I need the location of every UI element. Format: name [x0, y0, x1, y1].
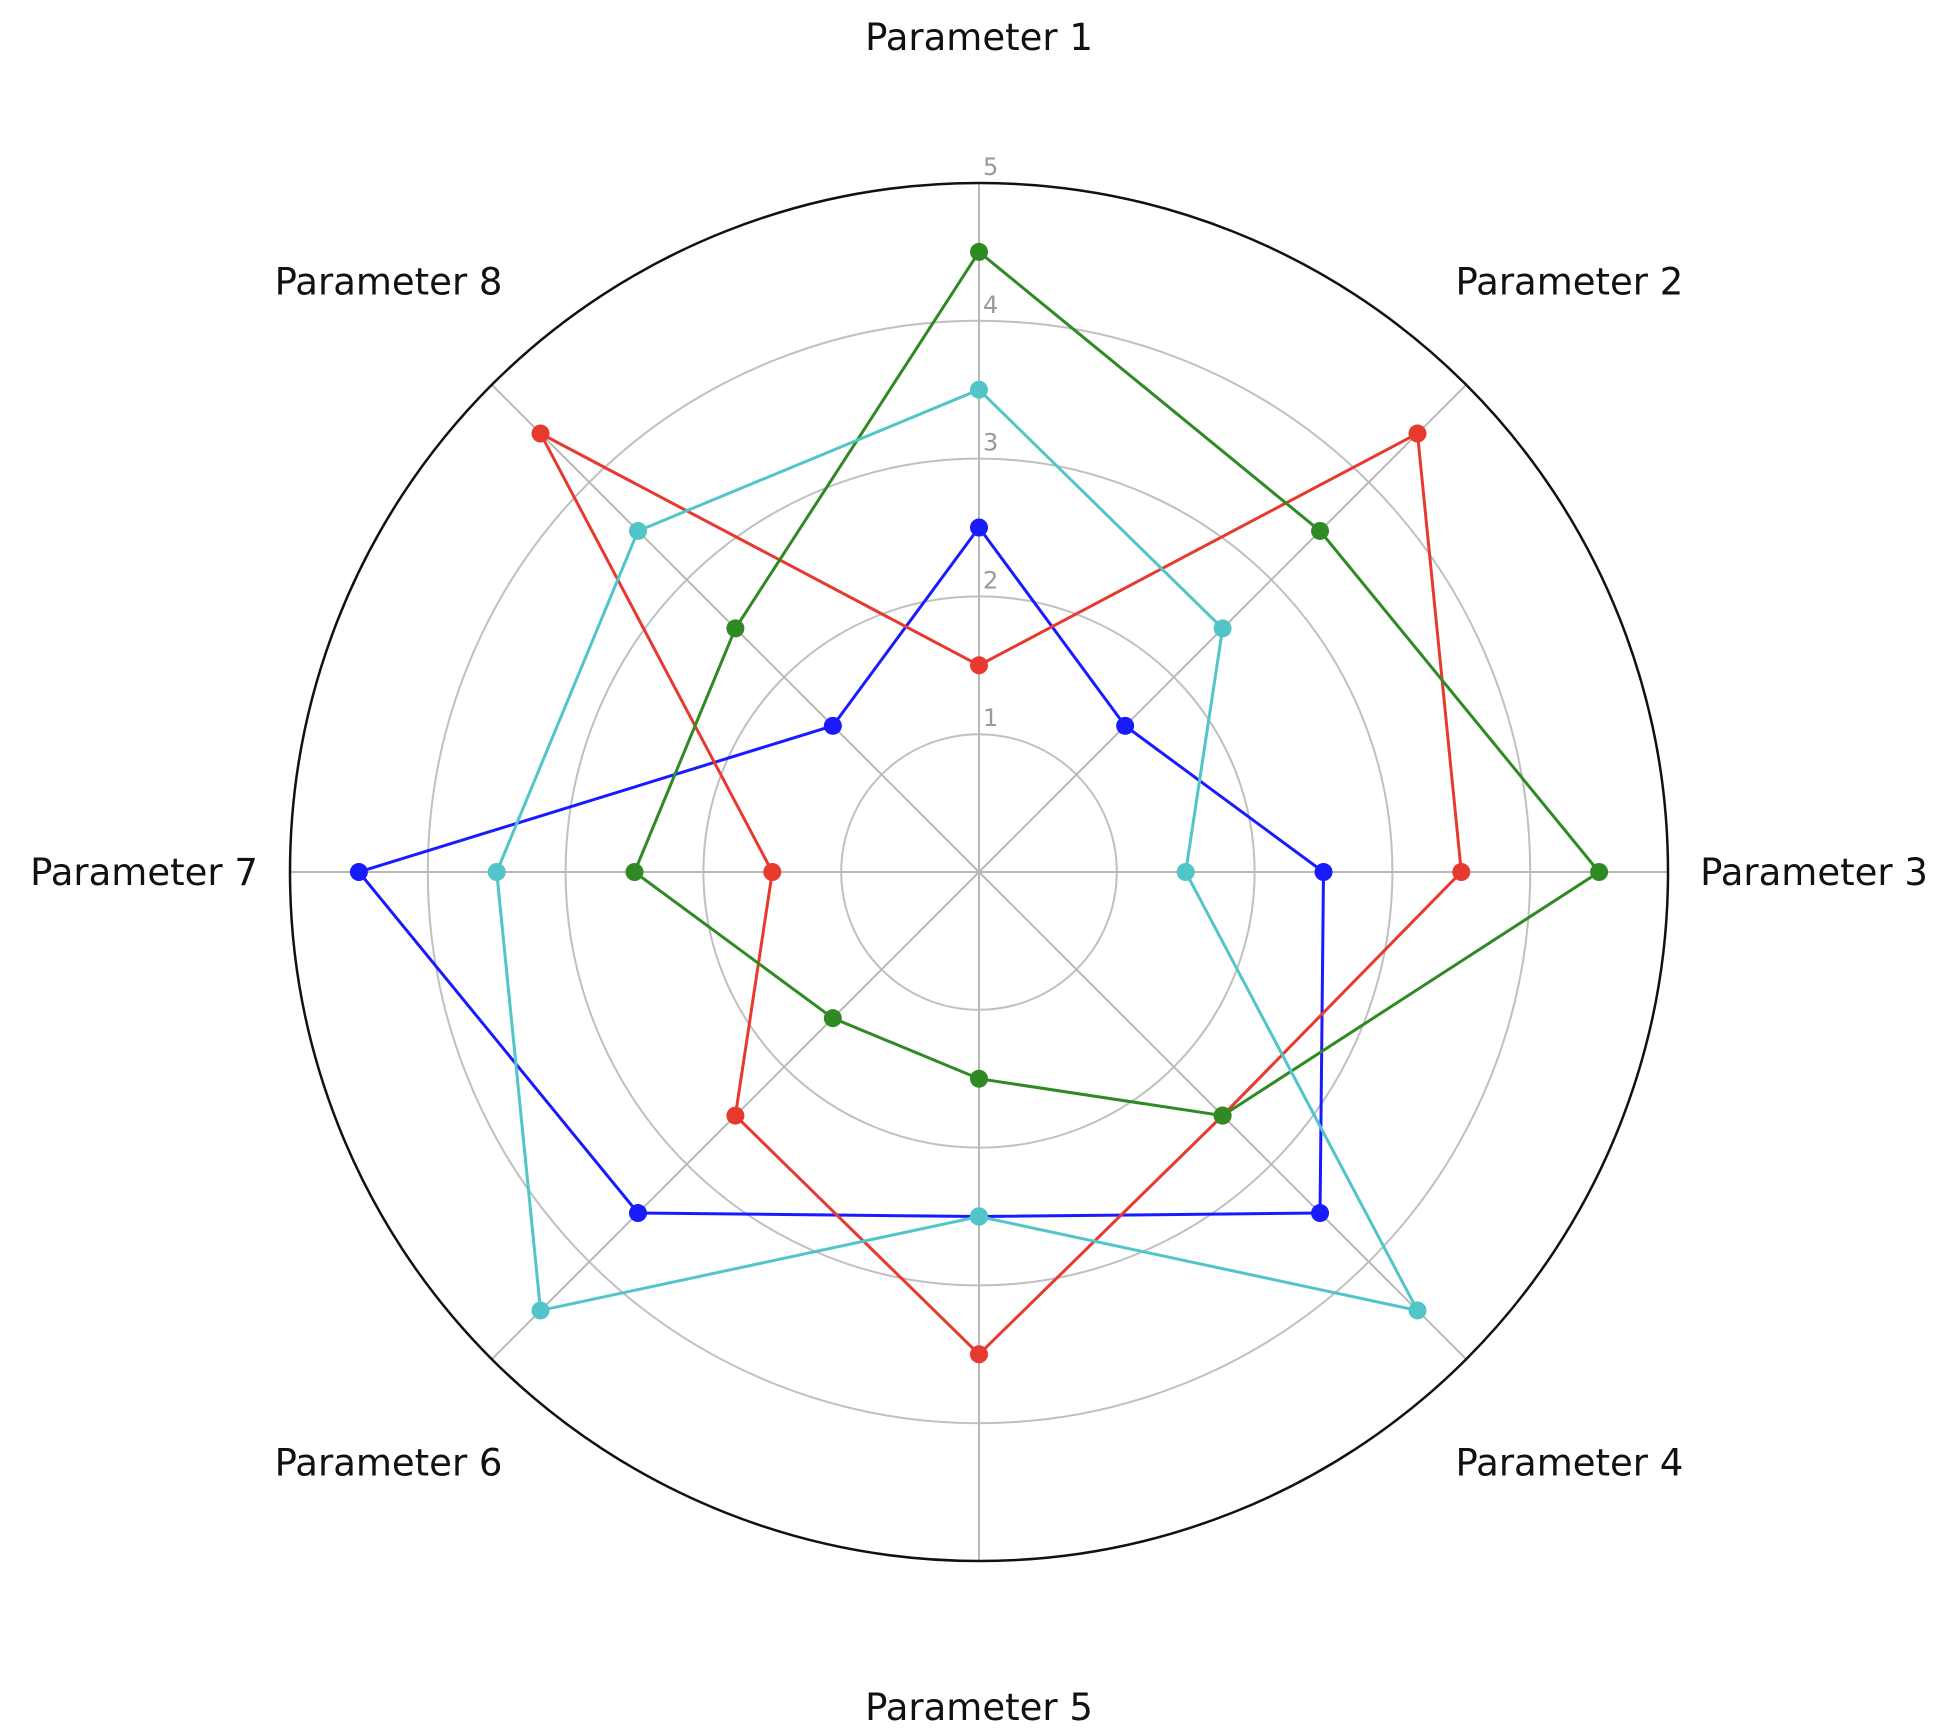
axis-label: Parameter 8	[275, 261, 503, 304]
series-3	[625, 242, 1609, 1125]
data-point	[1408, 1301, 1427, 1320]
axis-label: Parameter 2	[1456, 261, 1684, 304]
series-layer	[349, 242, 1609, 1364]
r-tick-label: 3	[983, 429, 998, 457]
data-point	[763, 863, 782, 881]
data-point	[726, 619, 745, 638]
data-point	[1408, 424, 1427, 443]
data-point	[1311, 1204, 1330, 1223]
axis-label: Parameter 5	[865, 1686, 1093, 1729]
data-point	[970, 380, 988, 399]
data-point	[1213, 619, 1232, 638]
data-point	[487, 863, 506, 881]
r-tick-label: 4	[983, 291, 998, 319]
axis-label: Parameter 4	[1456, 1441, 1684, 1484]
data-point	[823, 1009, 842, 1028]
data-point	[1452, 863, 1471, 881]
data-point	[628, 1204, 647, 1223]
data-point	[531, 1301, 550, 1320]
data-point	[531, 424, 550, 443]
data-point	[970, 1345, 988, 1364]
data-point	[625, 863, 644, 881]
axis-label: Parameter 1	[865, 16, 1093, 59]
axis-label: Parameter 6	[275, 1441, 503, 1484]
series-line	[632, 249, 1602, 1118]
outer-circle	[288, 181, 1670, 1563]
data-point	[1311, 521, 1330, 540]
r-tick-labels: 1 2 3 4 5	[983, 153, 998, 732]
data-point	[823, 716, 842, 735]
data-point	[1590, 863, 1609, 881]
r-tick-label: 1	[983, 704, 998, 732]
data-point	[970, 1069, 988, 1088]
data-point	[1176, 863, 1195, 881]
r-tick-label: 5	[983, 153, 998, 181]
axis-labels: Parameter 1 Parameter 2 Parameter 3 Paramet…	[30, 16, 1928, 1729]
data-point	[726, 1106, 745, 1125]
r-tick-label: 2	[983, 566, 998, 594]
axis-label: Parameter 3	[1700, 851, 1928, 894]
data-point	[970, 1207, 988, 1226]
data-point	[970, 518, 988, 537]
series-4	[487, 380, 1427, 1320]
data-point	[1213, 1106, 1232, 1125]
axis-label: Parameter 7	[30, 851, 258, 894]
data-point	[970, 242, 988, 261]
data-point	[970, 656, 988, 675]
data-point	[349, 863, 368, 881]
data-point	[628, 521, 647, 540]
data-point	[1116, 716, 1135, 735]
data-point	[1314, 863, 1333, 881]
